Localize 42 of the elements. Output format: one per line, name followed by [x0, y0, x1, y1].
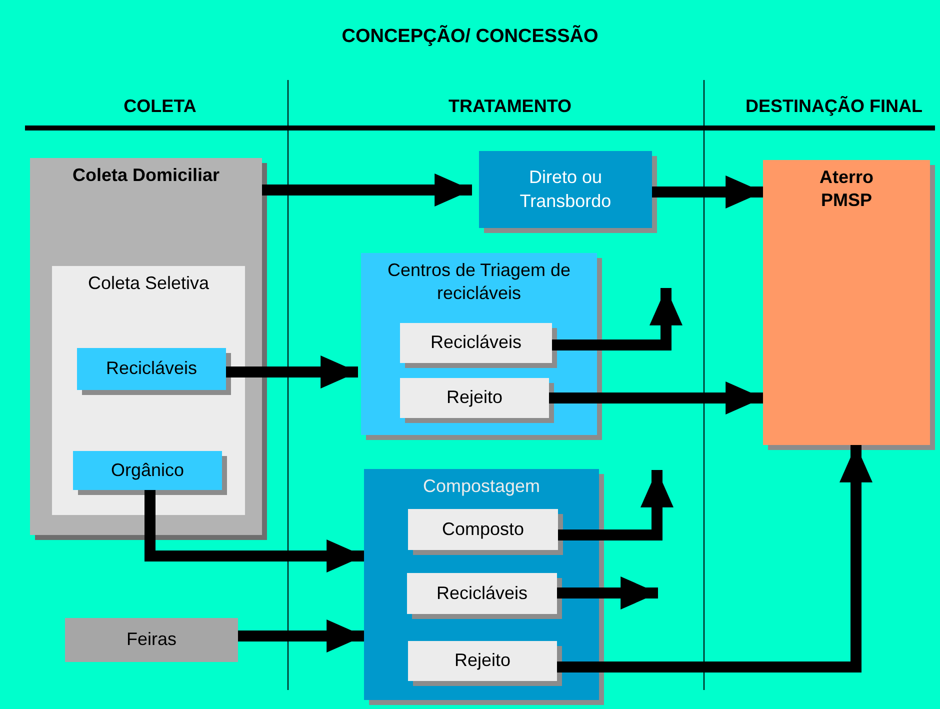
box-label: Rejeito: [446, 386, 503, 410]
column-header: DESTINAÇÃO FINAL: [746, 96, 922, 117]
column-header: COLETA: [124, 96, 196, 117]
box-label: Composto: [442, 518, 524, 541]
process-box: [408, 641, 557, 681]
selective-collection-panel: [52, 266, 245, 515]
arrow: [552, 288, 682, 350]
column-header: TRATAMENTO: [448, 96, 572, 117]
box-label: Direto ou Transbordo: [518, 166, 612, 212]
box-heading: Coleta Domiciliar: [72, 164, 220, 187]
process-box: [400, 378, 549, 418]
process-box: [479, 151, 652, 228]
box-label: Recicláveis: [106, 357, 198, 380]
arrow: [549, 382, 763, 414]
arrow: [557, 445, 872, 672]
diagram-title: CONCEPÇÃO/ CONCESSÃO: [340, 26, 600, 48]
box-heading: Centros de Triagem de recicláveis: [386, 259, 572, 306]
box-heading: Coleta Seletiva: [88, 272, 210, 295]
box-label: Orgânico: [110, 458, 184, 482]
process-box: [400, 323, 552, 363]
arrow: [238, 620, 364, 652]
sorting-center-panel: [361, 253, 597, 435]
process-box: [77, 348, 226, 390]
box-label: Feiras: [126, 628, 176, 652]
box-heading: Compostagem: [422, 475, 540, 498]
arrow: [226, 356, 358, 388]
landfill-box: [763, 160, 930, 445]
collection-panel: [30, 158, 262, 535]
process-box: [407, 573, 557, 614]
process-box: [65, 618, 238, 662]
box-label: Recicláveis: [430, 331, 522, 354]
arrow: [557, 576, 658, 610]
box-label: Aterro PMSP: [818, 166, 874, 212]
arrow: [558, 470, 674, 540]
arrow: [652, 176, 763, 208]
process-box: [408, 509, 558, 550]
arrow: [262, 174, 472, 206]
arrow: [144, 490, 364, 572]
box-label: Rejeito: [454, 649, 511, 672]
composting-panel: [364, 469, 599, 700]
process-box: [73, 451, 222, 490]
box-label: Recicláveis: [436, 582, 528, 605]
